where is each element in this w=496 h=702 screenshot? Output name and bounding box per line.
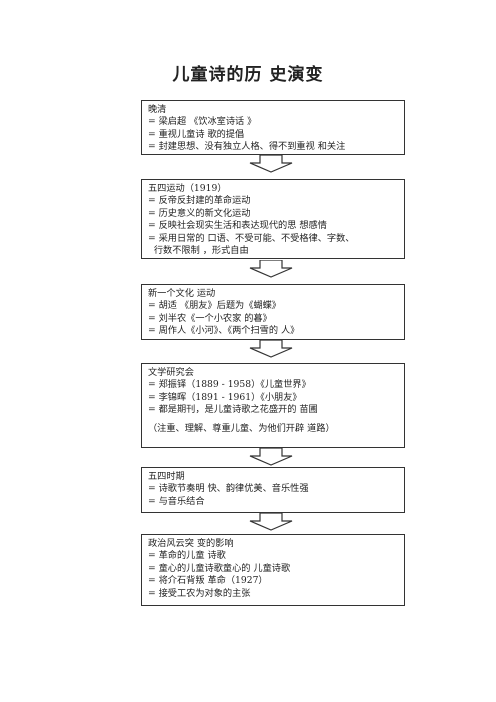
down-arrow-icon	[249, 448, 293, 466]
stage-point: = 梁启超 《饮冰室诗话 》	[148, 116, 257, 128]
down-arrow-icon	[249, 260, 293, 278]
stage-point: 行数不限制 ，形式自由	[148, 245, 249, 257]
stage-box-late-qing: 晚清 = 梁启超 《饮冰室诗话 》 = 重视儿童诗 歌的提倡 = 封建思想、没有…	[141, 100, 405, 155]
stage-point: = 周作人《小河》、《两个扫雪的 人》	[148, 325, 300, 337]
stage-point: = 历史意义的新文化运动	[148, 207, 251, 219]
stage-point: = 都是期刊，是儿童诗歌之花盛开的 苗圃	[148, 404, 318, 416]
stage-heading: 新一个文化 运动	[148, 288, 216, 299]
stage-box-political-upheaval: 政治风云突 变的影响 = 革命的儿童 诗歌 = 童心的儿童诗歌童心的 儿童诗歌 …	[141, 534, 405, 606]
stage-heading: 五四时期	[148, 471, 185, 482]
stage-box-may-fourth-period: 五四时期 = 诗歌节奏明 快、韵律优美、音乐性强 = 与音乐结合	[141, 467, 405, 513]
stage-note: （注重、理解、尊重儿童、为他们开辟 道路）	[148, 422, 335, 434]
stage-heading: 政治风云突 变的影响	[148, 538, 234, 549]
stage-heading: 五四运动（1919）	[148, 183, 227, 194]
stage-point: = 接受工农为对象的主张	[148, 587, 251, 599]
stage-point: = 刘半农《一个小农家 的暮》	[148, 312, 272, 324]
stage-point: = 重视儿童诗 歌的提倡	[148, 128, 245, 140]
down-arrow-icon	[249, 340, 293, 358]
down-arrow-icon	[249, 155, 293, 173]
stage-box-literary-research-society: 文学研究会 = 郑振铎（1889 - 1958）《儿童世界》 = 李锦晖（189…	[141, 363, 405, 448]
stage-point: = 郑振铎（1889 - 1958）《儿童世界》	[148, 379, 311, 391]
stage-point: = 采用日常的 口语、不受可能、不受格律、字数、	[148, 232, 355, 244]
page-title: 儿童诗的历 史演变	[172, 65, 324, 85]
stage-point: = 反映社会现实生活和表达现代的思 想感情	[148, 220, 327, 232]
stage-heading: 晚清	[148, 104, 167, 115]
stage-point: = 反帝反封建的革命运动	[148, 195, 251, 207]
down-arrow-icon	[249, 513, 293, 531]
stage-point: = 革命的儿童 诗歌	[148, 550, 226, 562]
stage-heading: 文学研究会	[148, 367, 194, 378]
stage-point: = 将介石背叛 革命（1927）	[148, 575, 268, 587]
stage-point: = 封建思想、没有独立人格、得不到重视 和关注	[148, 141, 346, 153]
stage-point: = 童心的儿童诗歌童心的 儿童诗歌	[148, 562, 291, 574]
stage-point: = 与音乐结合	[148, 495, 205, 507]
stage-point: = 李锦晖（1891 - 1961）《小朋友》	[148, 391, 302, 403]
stage-box-may-fourth: 五四运动（1919） = 反帝反封建的革命运动 = 历史意义的新文化运动 = 反…	[141, 179, 405, 259]
stage-point: = 诗歌节奏明 快、韵律优美、音乐性强	[148, 483, 309, 495]
stage-box-new-culture: 新一个文化 运动 = 胡适 《朋友》后题为《蝴蝶》 = 刘半农《一个小农家 的暮…	[141, 284, 405, 340]
stage-point: = 胡适 《朋友》后题为《蝴蝶》	[148, 300, 281, 312]
